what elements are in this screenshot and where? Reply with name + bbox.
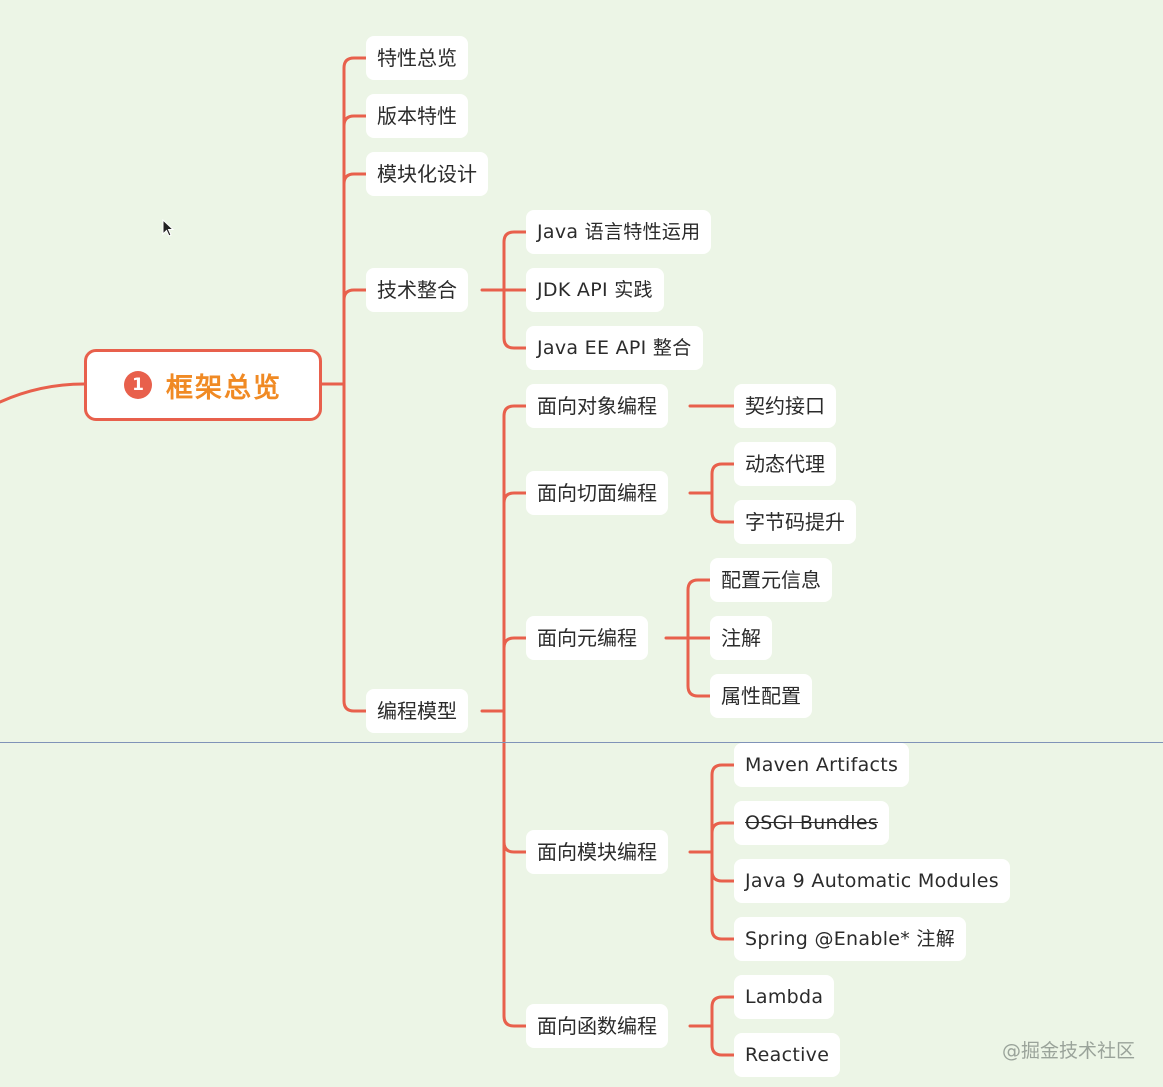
- module-connector-branch-3: [710, 850, 736, 941]
- node-aop[interactable]: 面向切面编程: [526, 471, 668, 515]
- node-feature-overview[interactable]: 特性总览: [366, 36, 468, 80]
- node-programming-model[interactable]: 编程模型: [366, 689, 468, 733]
- node-jdk-api-practice[interactable]: JDK API 实践: [526, 268, 664, 312]
- functional-connector-branch-1: [710, 1024, 736, 1057]
- node-meta-programming[interactable]: 面向元编程: [526, 616, 648, 660]
- programming-model-connector-branch-0: [502, 404, 528, 713]
- node-contract-interface[interactable]: 契约接口: [734, 384, 836, 428]
- node-version-features[interactable]: 版本特性: [366, 94, 468, 138]
- node-tech-integration[interactable]: 技术整合: [366, 268, 468, 312]
- root-connector-branch-2: [342, 172, 368, 386]
- node-spring-enable-annotation[interactable]: Spring @Enable* 注解: [734, 917, 967, 961]
- horizontal-guide-line: [0, 742, 1163, 743]
- node-java-language-features[interactable]: Java 语言特性运用: [526, 210, 712, 254]
- functional-connector-branch-0: [710, 995, 736, 1028]
- programming-model-connector-branch-2: [502, 636, 528, 713]
- node-osgi-bundles[interactable]: OSGI Bundles: [734, 801, 890, 845]
- module-connector-branch-2: [710, 850, 736, 883]
- node-dynamic-proxy[interactable]: 动态代理: [734, 442, 836, 486]
- module-connector-branch-1: [710, 821, 736, 854]
- tech-integration-connector-branch-2: [502, 288, 528, 350]
- root-connector-branch-4: [342, 382, 368, 713]
- meta-connector-branch-0: [686, 578, 712, 640]
- node-annotations[interactable]: 注解: [710, 616, 772, 660]
- root-connector-branch-0: [342, 56, 368, 386]
- root-node-label: 框架总览: [166, 372, 282, 404]
- node-bytecode-enhancement[interactable]: 字节码提升: [734, 500, 856, 544]
- node-module-programming[interactable]: 面向模块编程: [526, 830, 668, 874]
- node-lambda[interactable]: Lambda: [734, 975, 835, 1019]
- root-connector-branch-1: [342, 114, 368, 386]
- number-badge-icon: 1: [124, 371, 152, 399]
- programming-model-connector-branch-4: [502, 709, 528, 1028]
- node-java9-automatic-modules[interactable]: Java 9 Automatic Modules: [734, 859, 1010, 903]
- root-incoming-connector: [0, 382, 86, 404]
- mouse-pointer-icon: [162, 219, 175, 237]
- programming-model-connector-branch-1: [502, 491, 528, 713]
- root-connector-branch-3: [342, 288, 368, 386]
- node-java-ee-api-integration[interactable]: Java EE API 整合: [526, 326, 703, 370]
- programming-model-connector-branch-3: [502, 709, 528, 854]
- module-connector-branch-0: [710, 763, 736, 854]
- watermark-text: @掘金技术社区: [1001, 1040, 1135, 1062]
- node-maven-artifacts[interactable]: Maven Artifacts: [734, 743, 910, 787]
- node-property-config[interactable]: 属性配置: [710, 674, 812, 718]
- node-reactive[interactable]: Reactive: [734, 1033, 841, 1077]
- node-modular-design[interactable]: 模块化设计: [366, 152, 488, 196]
- root-node-framework-overview[interactable]: 1 框架总览: [84, 349, 322, 421]
- node-oop[interactable]: 面向对象编程: [526, 384, 668, 428]
- meta-connector-branch-2: [686, 636, 712, 698]
- node-functional-programming[interactable]: 面向函数编程: [526, 1004, 668, 1048]
- tech-integration-connector-branch-0: [502, 230, 528, 292]
- aop-connector-branch-0: [710, 462, 736, 495]
- aop-connector-branch-1: [710, 491, 736, 524]
- node-config-metadata[interactable]: 配置元信息: [710, 558, 832, 602]
